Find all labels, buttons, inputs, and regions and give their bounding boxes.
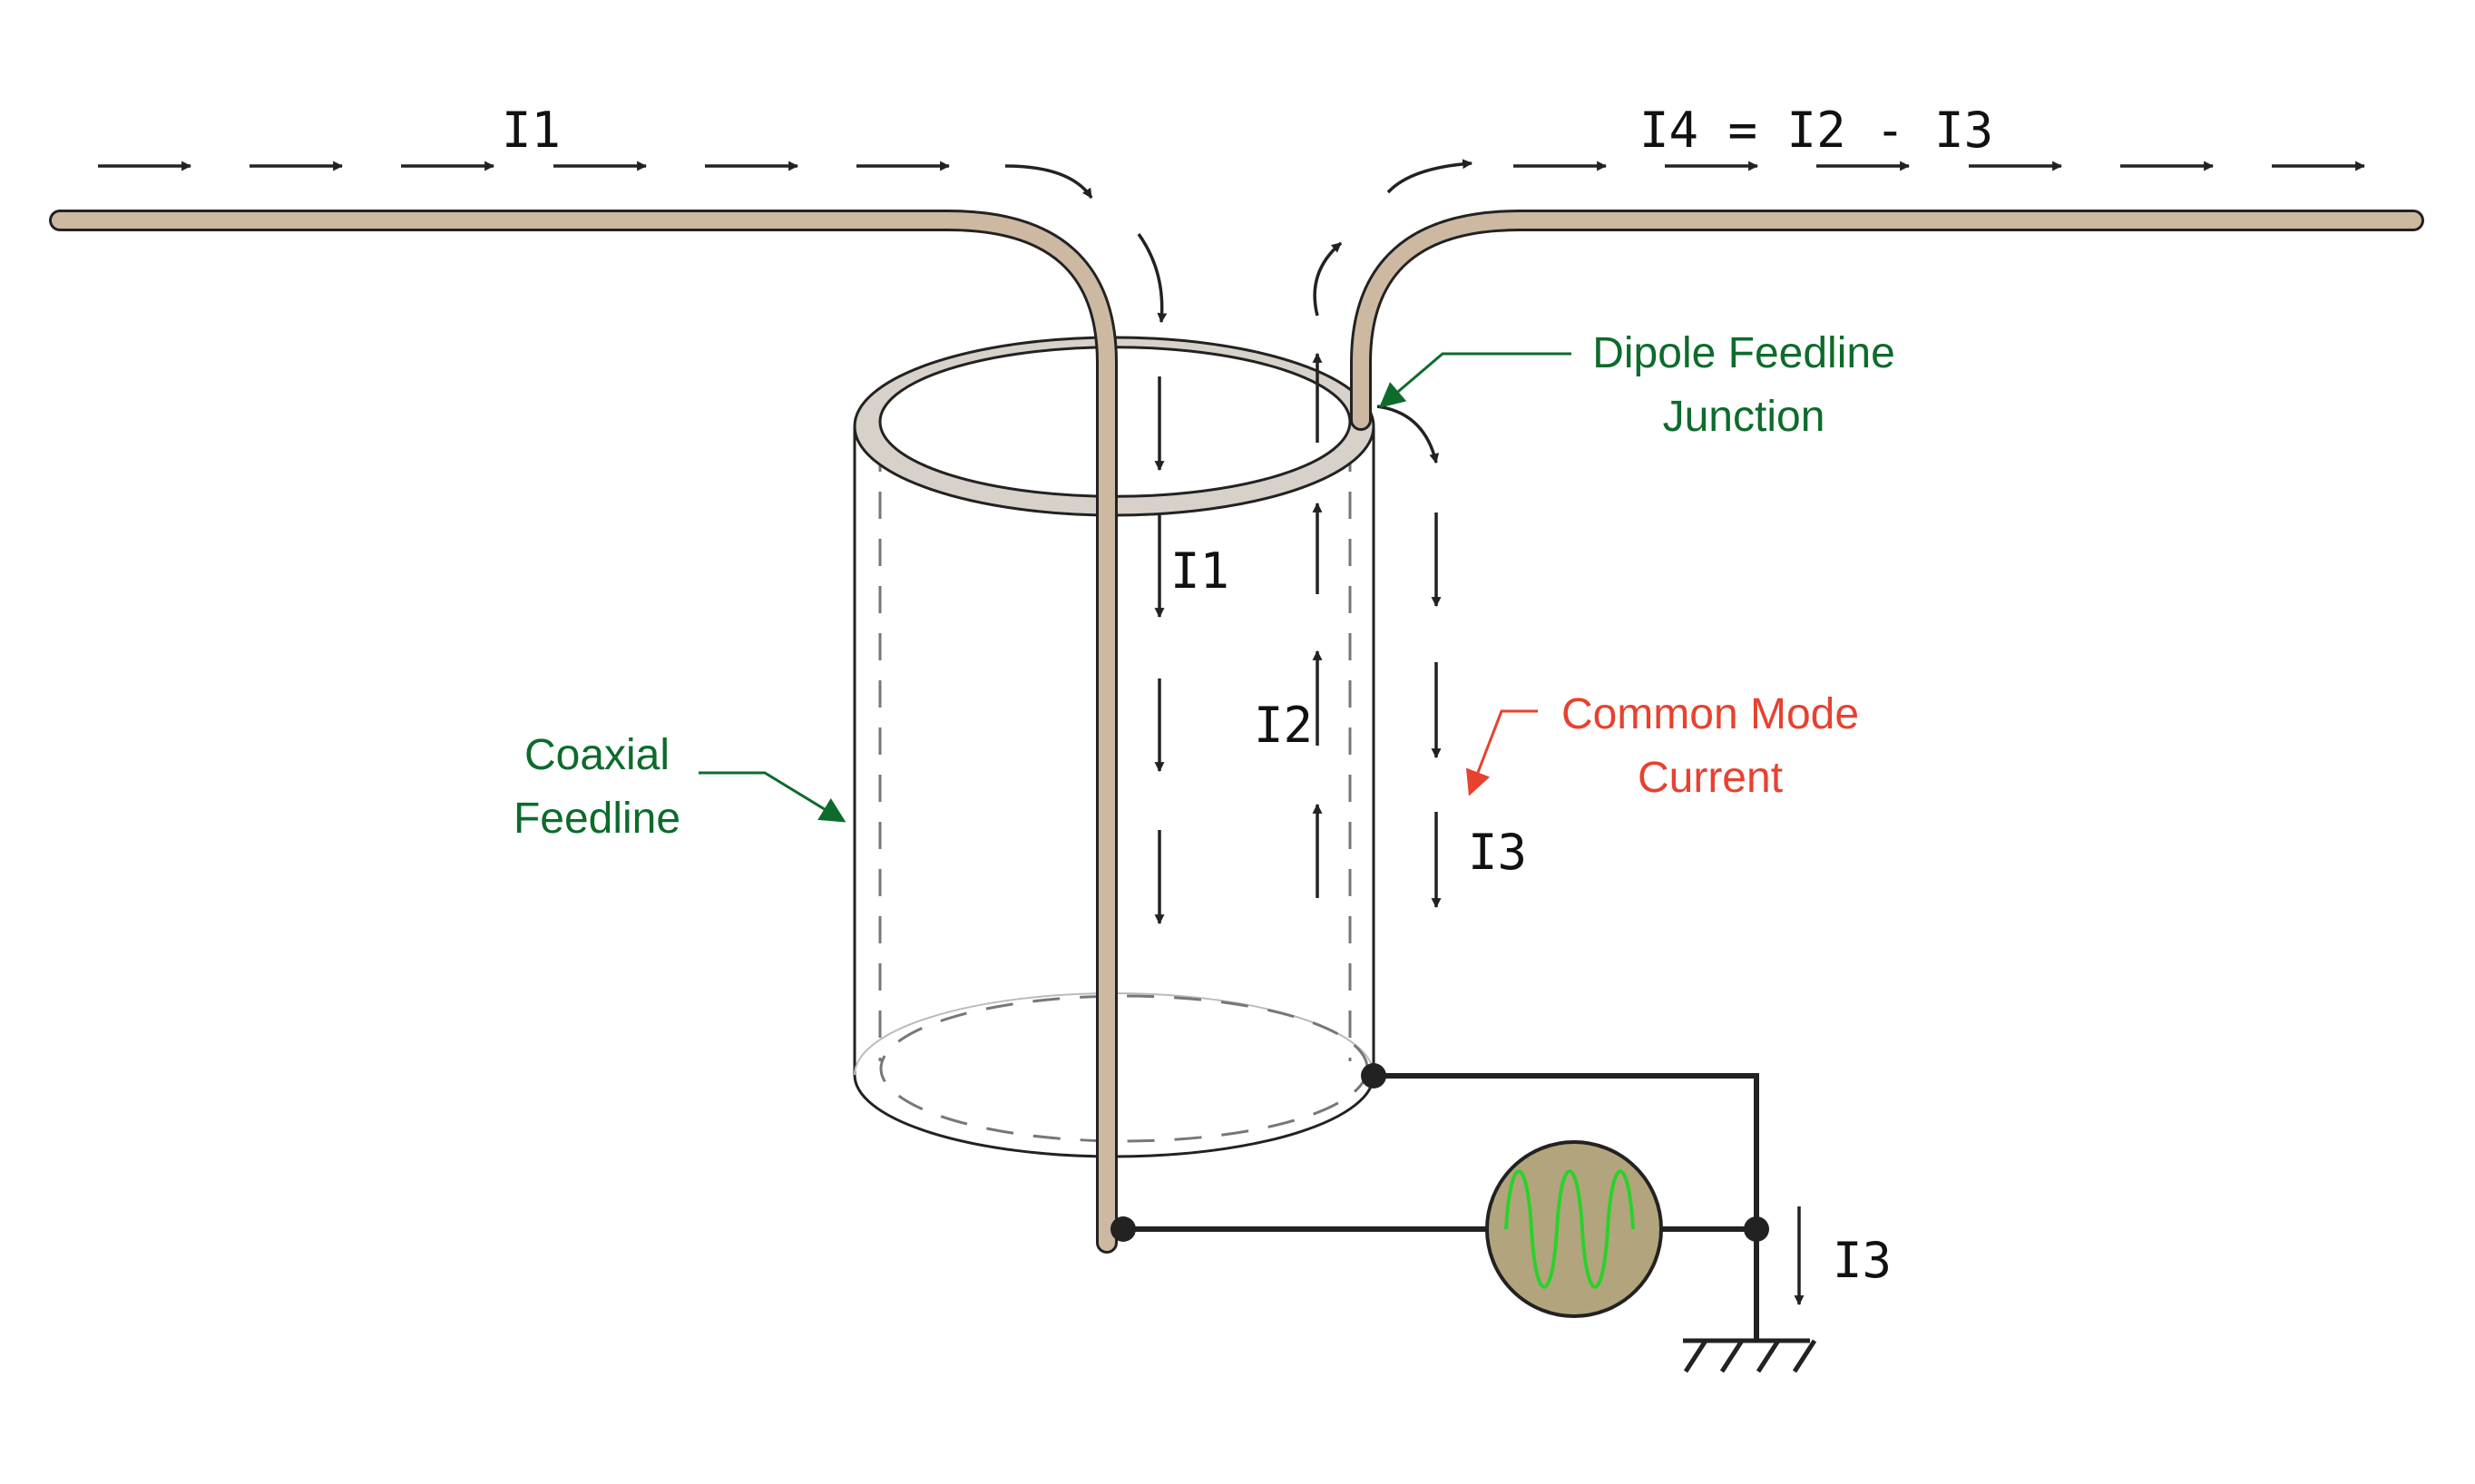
dipole-junction-pointer (1378, 352, 1571, 408)
common-mode-label-line1: Common Mode (1561, 690, 1859, 738)
arrow-i1-bend (1137, 232, 1168, 324)
feed-circuit (1110, 1063, 1769, 1341)
arrow-i2-bend (1313, 241, 1343, 317)
ground-icon (1683, 1338, 1817, 1373)
label-i3-shield: I3 (1468, 824, 1527, 881)
arrow-i3-bend (1376, 405, 1440, 464)
dipole-junction-label-line2: Junction (1663, 393, 1825, 441)
coaxial-feedline-label-line1: Coaxial (524, 731, 670, 779)
dipole-junction-label-line1: Dipole Feedline (1592, 329, 1895, 377)
label-i1-top: I1 (502, 102, 561, 159)
common-mode-label-line2: Current (1638, 754, 1783, 802)
common-mode-pointer (1465, 709, 1538, 796)
current-arrows (98, 159, 2366, 1306)
ac-source-icon (1485, 1140, 1663, 1318)
shield-junction-dot (1361, 1063, 1386, 1089)
coax-feedline-pointer (699, 771, 846, 823)
label-i2: I2 (1254, 697, 1313, 754)
label-i4-equation: I4 = I2 - I3 (1639, 102, 1993, 159)
coax-shield-cylinder (853, 426, 1375, 1158)
arrow-i1-bend (1004, 164, 1093, 199)
dipole-left-wire (49, 210, 1118, 1254)
arrow-i4-bend (1386, 159, 1473, 194)
annotation-pointers (699, 352, 1571, 823)
label-i1-inner: I1 (1170, 542, 1229, 600)
coax-top-rim (853, 336, 1375, 517)
center-junction-dot (1110, 1216, 1136, 1242)
label-i3-ground: I3 (1833, 1232, 1892, 1289)
dipole-right-wire (1350, 210, 2424, 431)
coaxial-feedline-label-line2: Feedline (514, 795, 680, 843)
ground-junction-dot (1744, 1216, 1769, 1242)
